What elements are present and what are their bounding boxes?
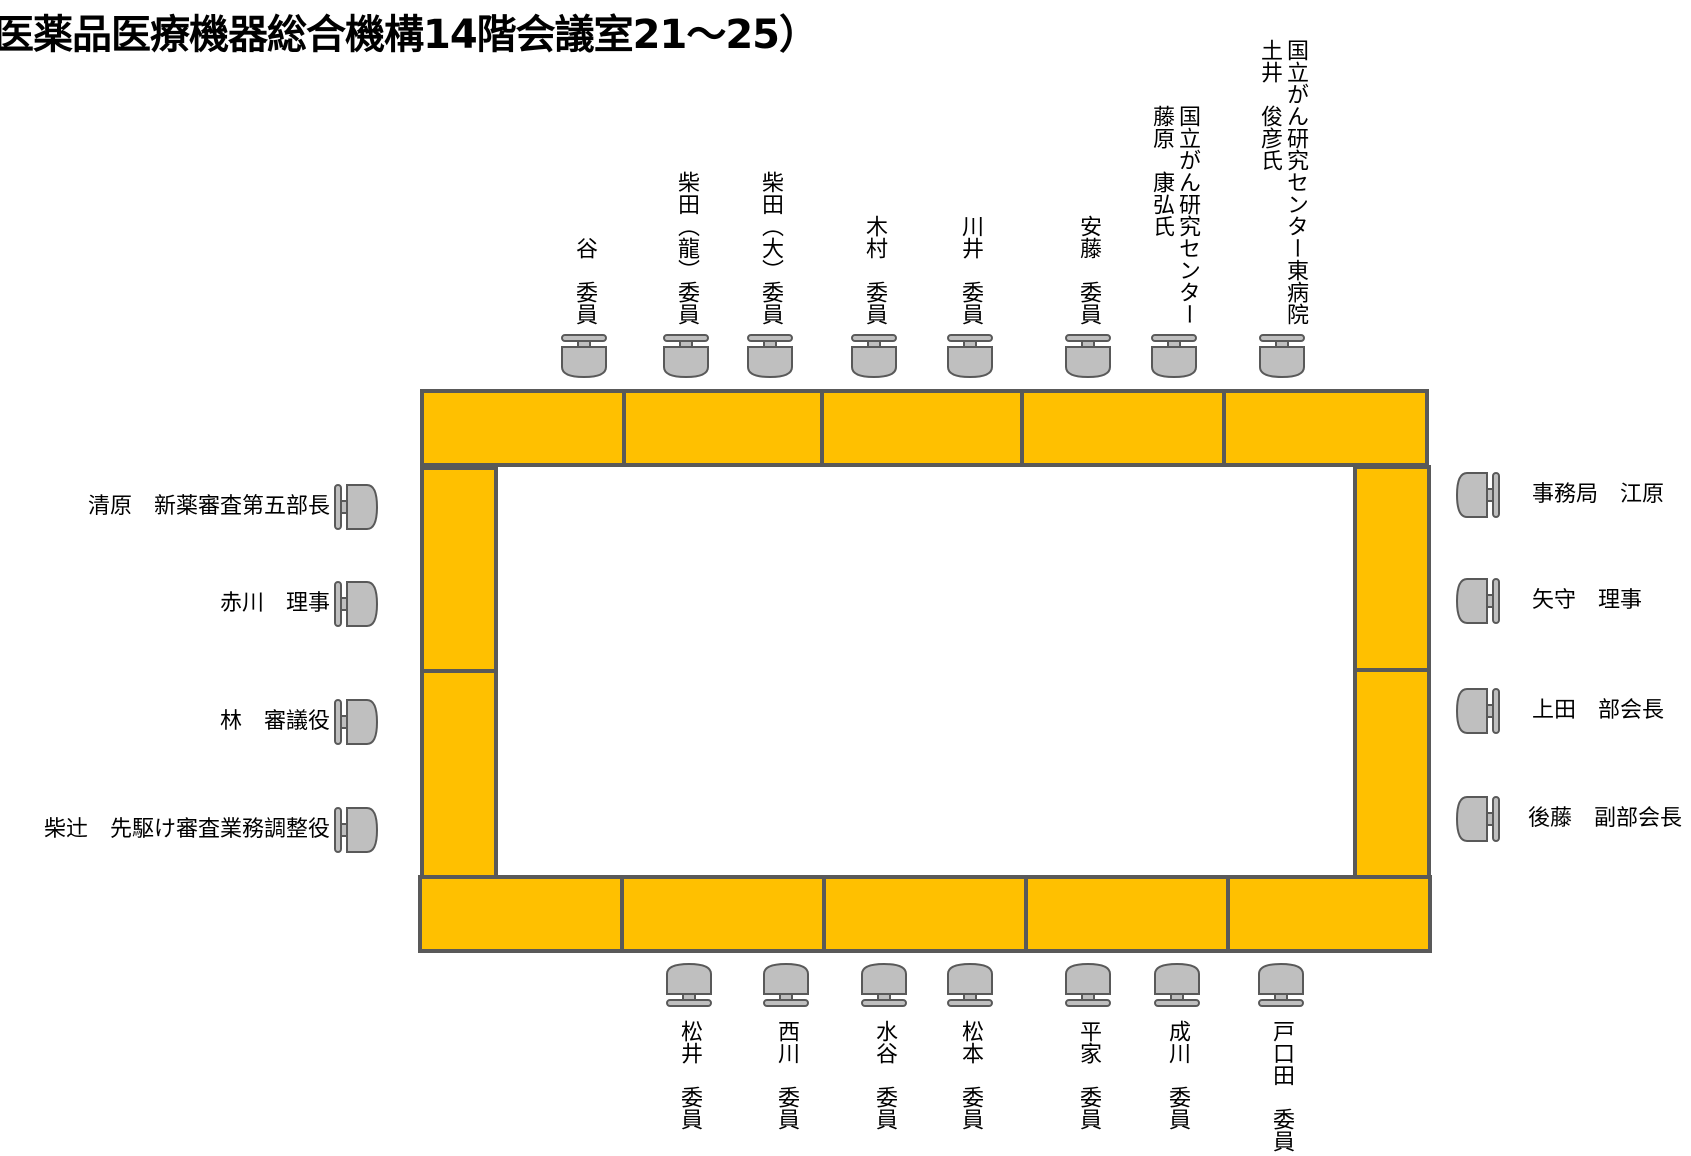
seat-label-left-3: 林 審議役	[219, 709, 330, 734]
chair-right-3	[1455, 688, 1500, 734]
table-top-4	[1020, 389, 1226, 467]
chair-bottom-5	[1065, 962, 1111, 1007]
seat-label-top-2: 柴田（龍）委員	[674, 171, 699, 325]
chair-left-2	[334, 581, 379, 627]
seat-label-bottom-3: 水谷 委員	[872, 1020, 897, 1130]
seat-label-top-8: 国立がん研究センター東病院 土井 俊彦氏	[1257, 39, 1308, 325]
chair-top-2	[663, 334, 709, 379]
chair-left-1	[334, 484, 379, 530]
chair-right-1	[1455, 472, 1500, 518]
seat-label-right-2: 矢守 理事	[1532, 588, 1643, 613]
chair-bottom-3	[861, 962, 907, 1007]
seat-label-top-1: 谷 委員	[572, 237, 597, 325]
seat-label-right-4: 後藤 副部会長	[1528, 806, 1683, 831]
seat-label-top-3: 柴田（大）委員	[758, 171, 783, 325]
seat-label-left-4: 柴辻 先駆け審査業務調整役	[43, 817, 330, 842]
table-left-2	[420, 669, 498, 879]
seat-label-bottom-7: 戸口田 委員	[1269, 1020, 1294, 1152]
page-title: 医薬品医療機器総合機構14階会議室21～25）	[0, 12, 819, 58]
table-top-3	[820, 389, 1024, 467]
table-bottom-2	[620, 875, 826, 953]
seat-label-left-2: 赤川 理事	[219, 591, 330, 616]
seat-label-right-3: 上田 部会長	[1532, 698, 1665, 723]
chair-bottom-1	[666, 962, 712, 1007]
chair-top-3	[747, 334, 793, 379]
chair-top-6	[1065, 334, 1111, 379]
seat-label-top-7: 国立がん研究センター 藤原 康弘氏	[1149, 105, 1200, 325]
chair-top-1	[561, 334, 607, 379]
tables	[418, 389, 1432, 953]
table-top-1	[420, 389, 626, 467]
table-top-5	[1222, 389, 1429, 467]
table-bottom-3	[822, 875, 1028, 953]
seat-label-top-4: 木村 委員	[862, 215, 887, 325]
seat-label-bottom-4: 松本 委員	[958, 1020, 983, 1130]
seat-label-bottom-1: 松井 委員	[677, 1020, 702, 1130]
table-left-1	[420, 466, 498, 673]
table-top-2	[622, 389, 824, 467]
table-bottom-4	[1024, 875, 1230, 953]
seat-label-right-1: 事務局 江原	[1532, 482, 1665, 507]
seat-label-bottom-6: 成川 委員	[1165, 1020, 1190, 1130]
table-bottom-1	[418, 875, 624, 953]
table-right-1	[1353, 465, 1431, 672]
chair-top-5	[947, 334, 993, 379]
chairs	[334, 334, 1500, 1007]
chair-top-4	[851, 334, 897, 379]
chair-bottom-2	[763, 962, 809, 1007]
seat-label-bottom-2: 西川 委員	[774, 1020, 799, 1130]
chair-right-4	[1455, 796, 1500, 842]
table-right-2	[1353, 668, 1431, 879]
chair-bottom-6	[1154, 962, 1200, 1007]
chair-top-7	[1151, 334, 1197, 379]
seat-label-top-5: 川井 委員	[958, 215, 983, 325]
seat-label-left-1: 清原 新薬審査第五部長	[87, 494, 330, 519]
seat-label-bottom-5: 平家 委員	[1076, 1020, 1101, 1130]
chair-bottom-4	[947, 962, 993, 1007]
chair-top-8	[1259, 334, 1305, 379]
seat-label-top-6: 安藤 委員	[1076, 215, 1101, 325]
chair-left-3	[334, 699, 379, 745]
chair-left-4	[334, 807, 379, 853]
chair-right-2	[1455, 578, 1500, 624]
chair-bottom-7	[1258, 962, 1304, 1007]
table-bottom-5	[1226, 875, 1432, 953]
